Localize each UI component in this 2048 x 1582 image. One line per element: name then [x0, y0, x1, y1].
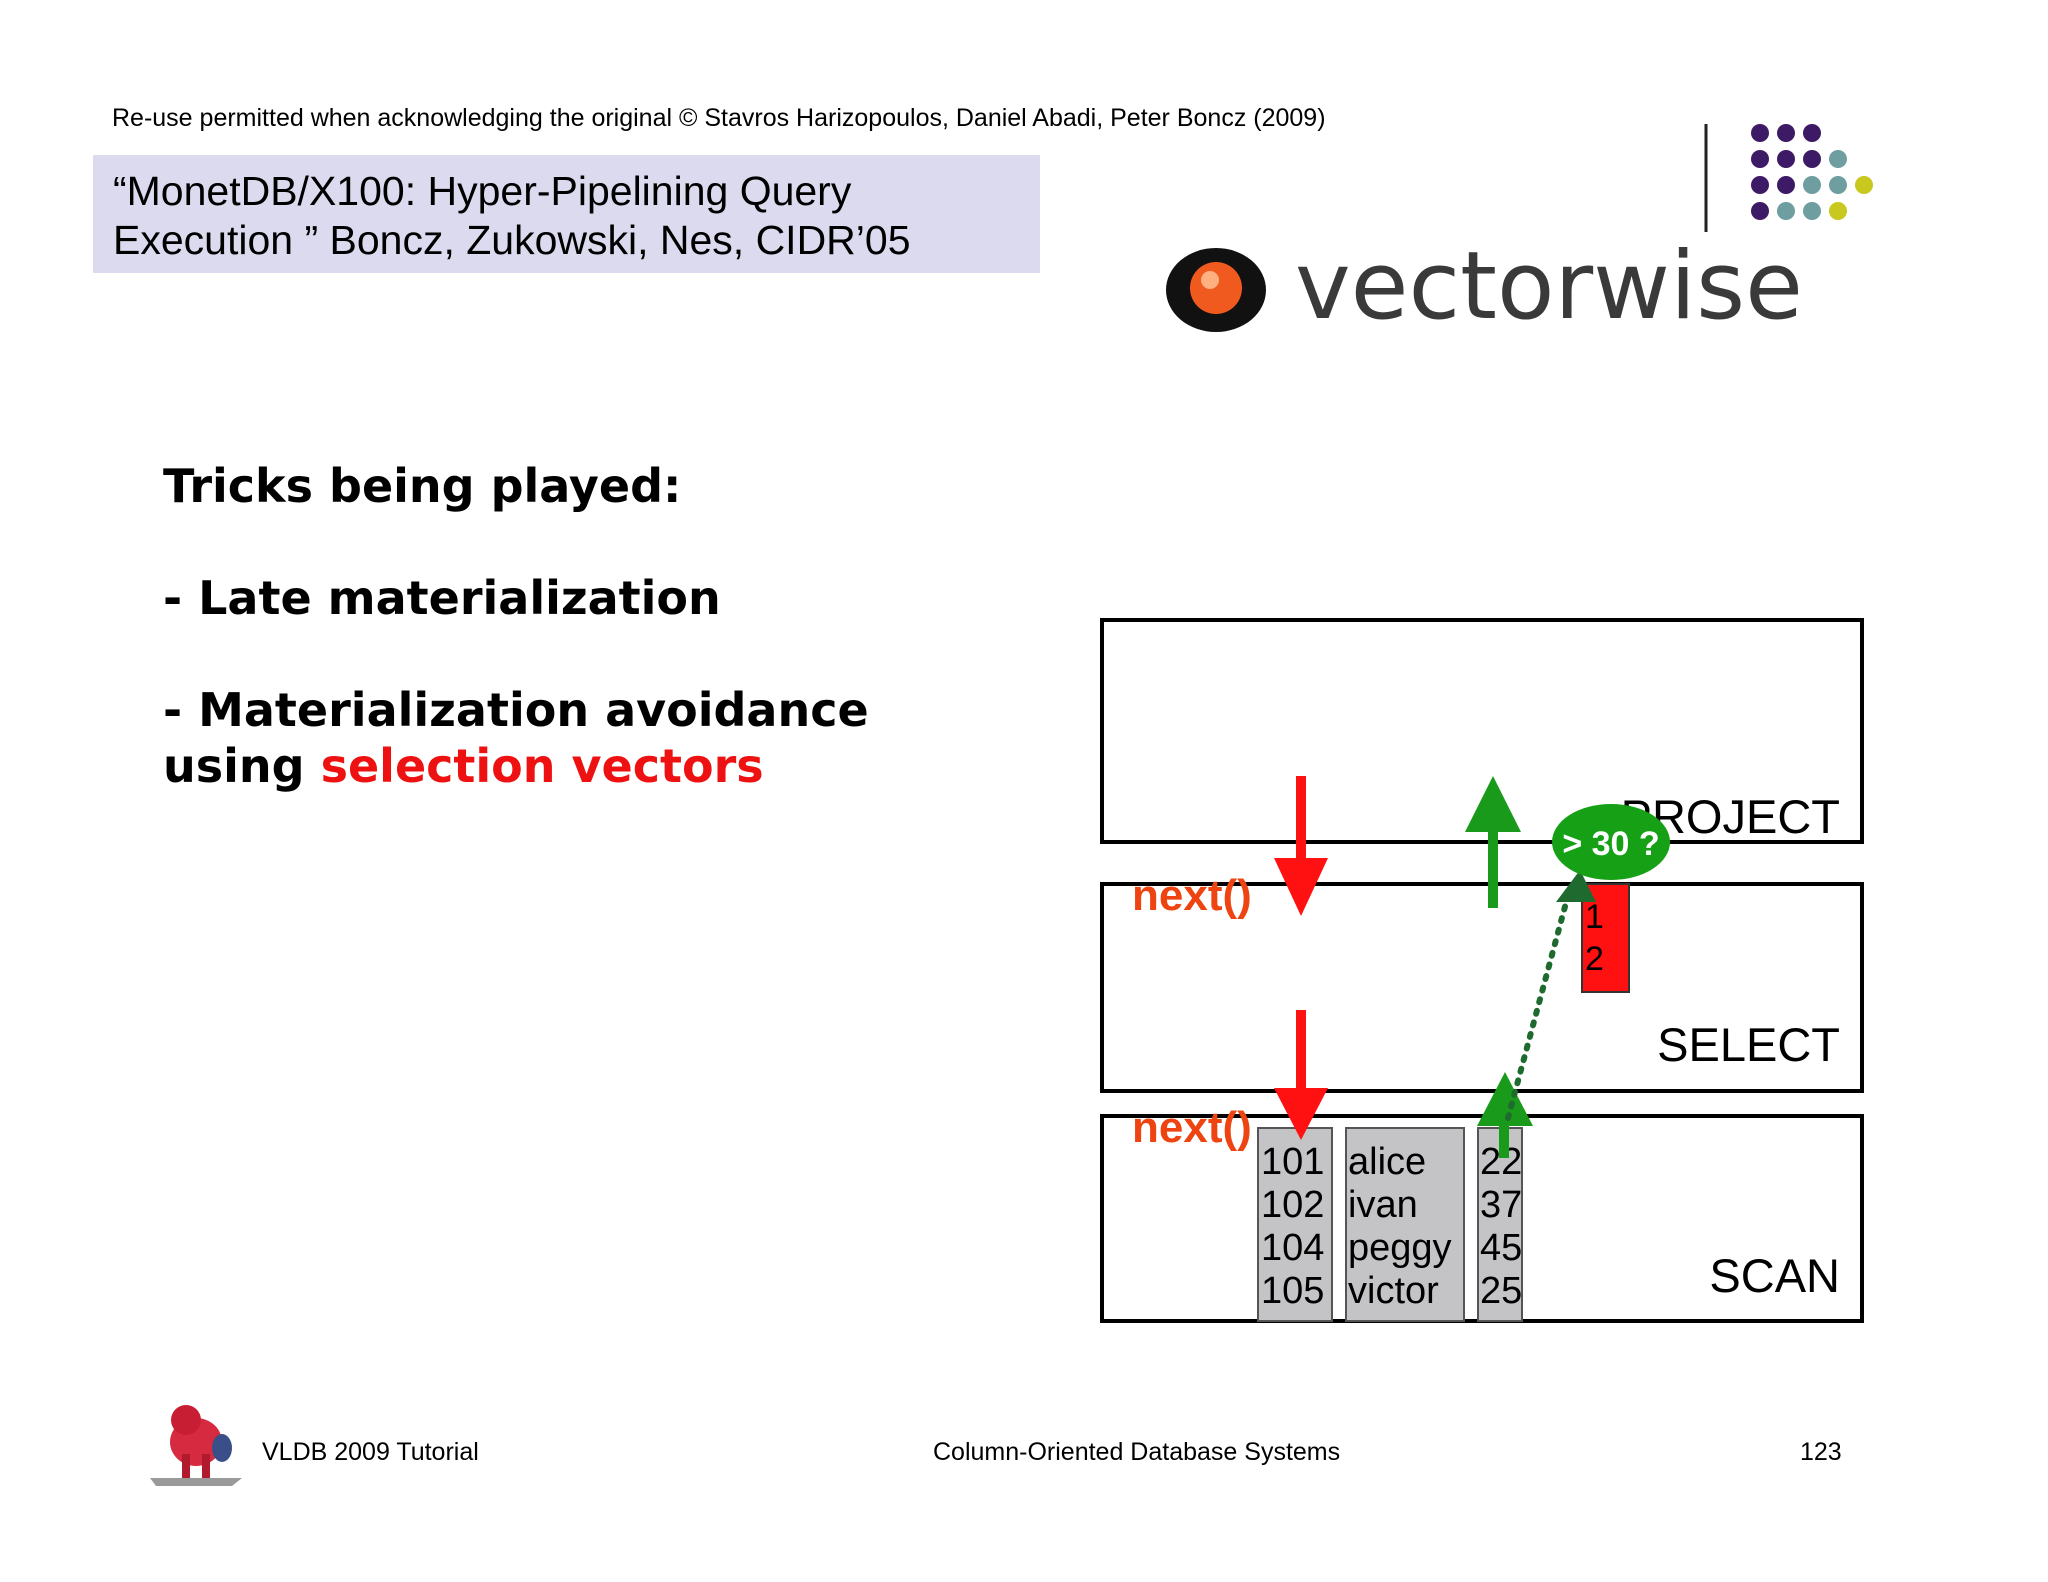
logo-dot-grid — [1751, 124, 1873, 220]
lion-statue-logo — [150, 1405, 242, 1486]
predicate-bubble — [1552, 804, 1670, 880]
selection-vectors-highlight: selection vectors — [320, 739, 764, 793]
logo-brand-text: vectorwise — [1295, 232, 1803, 341]
age-cell: 37 — [1480, 1184, 1522, 1226]
trick-using-prefix: using — [163, 739, 321, 793]
copyright-notice: Re-use permitted when acknowledging the … — [112, 104, 1326, 132]
return-arrow-up — [1477, 1072, 1533, 1158]
trick-late-materialization: - Late materialization — [163, 571, 721, 625]
vectorwise-logo: vectorwise — [1166, 124, 1873, 341]
trick-selection-vectors-line: using selection vectors — [163, 738, 869, 794]
age-cell: 25 — [1480, 1270, 1522, 1312]
id-cell: 101 — [1261, 1141, 1324, 1183]
tricks-heading: Tricks being played: — [163, 459, 682, 513]
id-column — [1257, 1127, 1333, 1322]
id-cell: 102 — [1261, 1184, 1324, 1226]
selection-vector-entry: 1 — [1585, 898, 1604, 936]
name-cell: ivan — [1348, 1184, 1418, 1226]
predicate-flow-arrowhead — [1556, 870, 1596, 902]
name-cell: alice — [1348, 1141, 1426, 1183]
name-cell: peggy — [1348, 1227, 1452, 1269]
age-column — [1477, 1127, 1523, 1322]
selection-vector-entry: 2 — [1585, 940, 1604, 978]
select-operator-box — [1100, 882, 1864, 1093]
tricks-list: Tricks being played: - Late materializat… — [163, 458, 869, 794]
footer-tutorial-name: VLDB 2009 Tutorial — [262, 1438, 479, 1466]
next-call-label: next() — [1132, 871, 1252, 920]
footer-course-title: Column-Oriented Database Systems — [933, 1438, 1341, 1466]
select-label: SELECT — [1657, 1018, 1840, 1071]
return-arrow-up — [1465, 776, 1521, 908]
logo-orb-icon — [1166, 248, 1266, 332]
trick-materialization-avoidance: - Materialization avoidance — [163, 683, 869, 737]
predicate-label: > 30 ? — [1562, 825, 1659, 863]
name-column — [1345, 1127, 1465, 1322]
id-cell: 105 — [1261, 1270, 1324, 1312]
scan-label: SCAN — [1709, 1249, 1840, 1302]
citation-line-1: “MonetDB/X100: Hyper-Pipelining Query — [113, 168, 852, 214]
name-cell: victor — [1348, 1270, 1439, 1312]
next-arrow-down — [1274, 776, 1328, 916]
age-cell: 45 — [1480, 1227, 1522, 1269]
page-number: 123 — [1800, 1438, 1842, 1466]
next-call-label: next() — [1132, 1103, 1252, 1152]
predicate-flow-arrow — [1505, 885, 1573, 1121]
id-cell: 104 — [1261, 1227, 1324, 1269]
next-arrow-down — [1274, 1010, 1328, 1140]
citation-line-2: Execution ” Boncz, Zukowski, Nes, CIDR’0… — [113, 217, 911, 263]
citation-box: “MonetDB/X100: Hyper-Pipelining Query Ex… — [93, 155, 1040, 273]
